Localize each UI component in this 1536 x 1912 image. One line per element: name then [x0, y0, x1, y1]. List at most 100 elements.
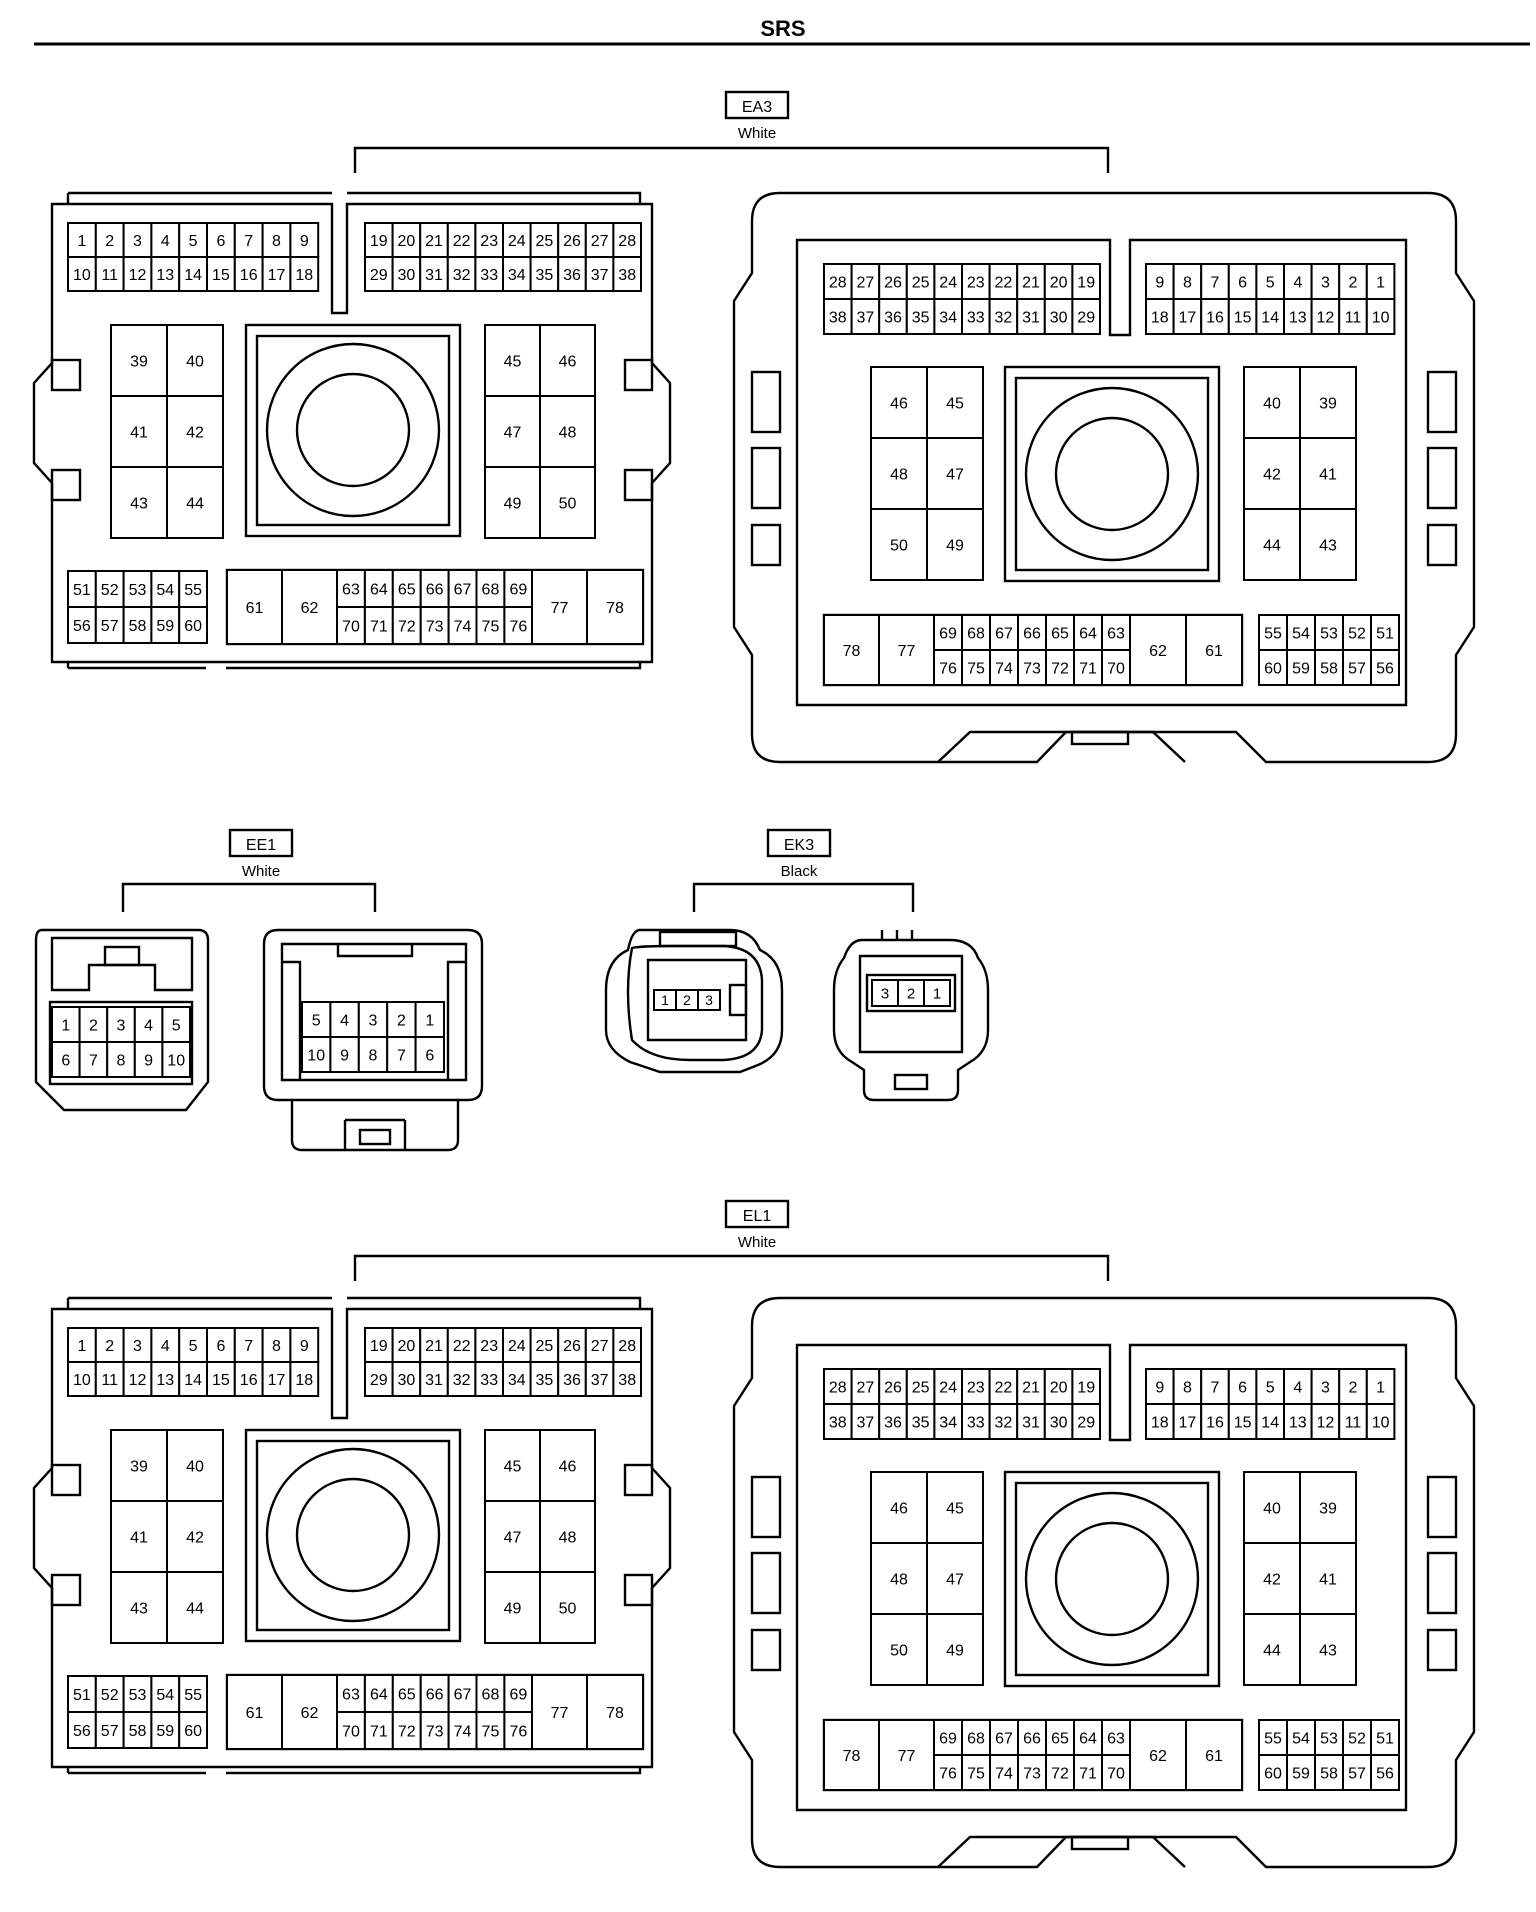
pin-label: 73 [1023, 660, 1041, 677]
pin-label: 7 [1211, 1379, 1220, 1396]
pin-label: 1 [933, 985, 941, 1002]
pin-label: 29 [370, 267, 388, 284]
pin-label: 24 [939, 274, 957, 291]
pin-cell [178, 1361, 208, 1397]
pin-label: 62 [301, 600, 319, 617]
pin-label: 8 [1183, 274, 1192, 291]
pin-label: 27 [857, 1379, 875, 1396]
pin-label: 9 [300, 1338, 309, 1355]
pin-label: 23 [967, 1379, 985, 1396]
pin-cell [261, 222, 292, 258]
pin-label: 15 [212, 267, 230, 284]
pin-label: 3 [1321, 1379, 1330, 1396]
pin-cell [1342, 1754, 1372, 1791]
pin-label: 40 [186, 1458, 204, 1475]
ea3-bracket [353, 146, 1110, 173]
pin-label: 22 [995, 1379, 1013, 1396]
pin-label: 46 [559, 353, 577, 370]
pin-label: 28 [618, 1338, 636, 1355]
pin-label: 4 [1293, 1379, 1302, 1396]
cavity-outer [244, 323, 462, 538]
pin-label: 5 [189, 233, 198, 250]
key-slot [728, 983, 748, 1017]
pin-cell [923, 979, 951, 1007]
pin-cell [178, 1327, 208, 1363]
pin-label: 44 [186, 1600, 204, 1617]
pin-cell [878, 614, 935, 686]
pin-label: 13 [1289, 1414, 1307, 1431]
pin-cell [474, 1361, 504, 1397]
pin-label: 43 [1319, 537, 1337, 554]
pin-cell [166, 466, 224, 539]
pin-cell [1045, 1719, 1075, 1756]
pin-cell [1258, 1754, 1288, 1791]
pin-label: 6 [61, 1052, 70, 1069]
pin-cell [870, 1613, 928, 1686]
pin-cell [1243, 1542, 1301, 1615]
pin-label: 45 [946, 395, 964, 412]
top-ribs [880, 930, 914, 940]
pin-label: 64 [370, 1686, 388, 1703]
pin-label: 11 [101, 267, 118, 284]
pin-label: 66 [426, 1686, 444, 1703]
pin-label: 42 [186, 1529, 204, 1546]
pin-cell [233, 1327, 264, 1363]
pin-label: 75 [967, 1765, 985, 1782]
pin-label: 17 [1179, 309, 1197, 326]
pin-label: 59 [1292, 660, 1310, 677]
pin-label: 40 [186, 353, 204, 370]
pin-label: 19 [370, 233, 388, 250]
pin-label: 15 [1234, 309, 1252, 326]
cavity-ring [265, 342, 441, 518]
pin-cell [1185, 1719, 1243, 1791]
pin-cell [1243, 1613, 1301, 1686]
pin-cell [503, 606, 534, 645]
pin-label: 44 [1263, 537, 1281, 554]
pin-label: 26 [563, 1338, 581, 1355]
pin-label: 52 [1348, 1730, 1366, 1747]
pin-label: 14 [1261, 309, 1279, 326]
pin-label: 64 [1079, 625, 1097, 642]
bottom-tab [1070, 1835, 1130, 1851]
pin-cell [289, 256, 320, 292]
pin-label: 62 [301, 1705, 319, 1722]
pin-cell [386, 1036, 417, 1073]
pin-cell [1185, 614, 1243, 686]
bottom-key [937, 730, 1186, 763]
pin-cell [1283, 298, 1313, 335]
pin-cell [823, 1403, 853, 1440]
latch [50, 1463, 82, 1497]
pin-label: 67 [454, 581, 472, 598]
pin-label: 3 [117, 1017, 126, 1034]
pin-label: 37 [591, 1372, 609, 1389]
ek3-color: Black [781, 863, 818, 880]
pin-label: 43 [1319, 1642, 1337, 1659]
pin-cell [1255, 1403, 1286, 1440]
pin-label: 35 [536, 1372, 554, 1389]
pin-label: 61 [1205, 643, 1223, 660]
pin-cell [484, 466, 541, 539]
pin-label: 39 [130, 1458, 148, 1475]
pin-label: 8 [1183, 1379, 1192, 1396]
pin-label: 72 [1051, 660, 1069, 677]
pin-cell [1299, 1613, 1357, 1686]
pin-label: 68 [967, 625, 985, 642]
pin-label: 20 [1050, 1379, 1068, 1396]
pin-label: 48 [890, 1571, 908, 1588]
pin-cell [933, 298, 964, 335]
pin-label: 29 [1077, 309, 1095, 326]
pin-label: 35 [912, 1414, 930, 1431]
pin-label: 59 [156, 1723, 174, 1740]
cavity-hole [1054, 1521, 1170, 1637]
pin-label: 63 [342, 1686, 360, 1703]
pin-label: 14 [184, 267, 202, 284]
el1-color: White [738, 1234, 776, 1251]
pin-label: 50 [890, 1642, 908, 1659]
pin-cell [110, 1500, 168, 1573]
pin-cell [933, 649, 963, 686]
pin-cell [1172, 263, 1203, 300]
pin-label: 51 [1376, 1730, 1394, 1747]
top-key [336, 944, 414, 958]
pin-label: 35 [912, 309, 930, 326]
